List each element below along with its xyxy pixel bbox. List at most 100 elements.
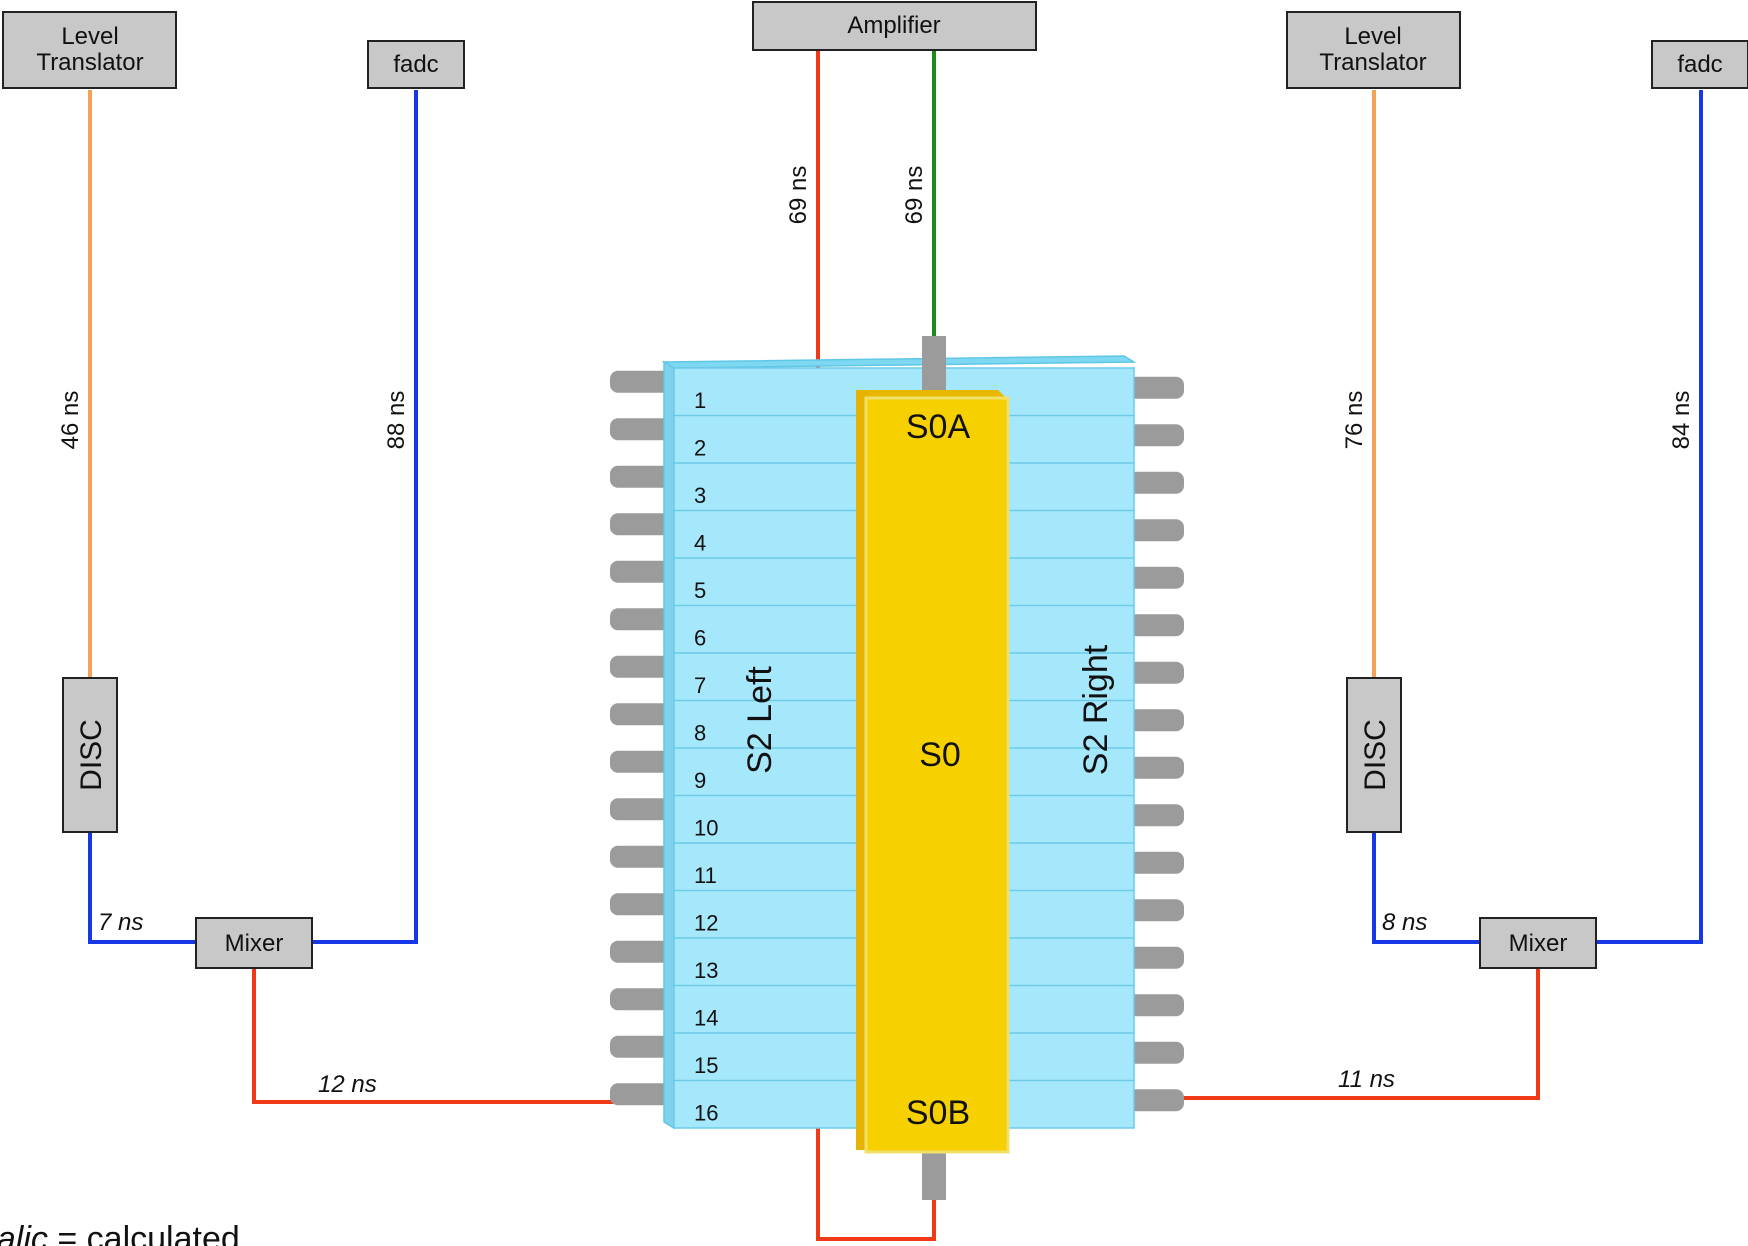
left-level-translator: Level Translator — [2, 11, 177, 89]
cable-left-fadc-to-mixer — [312, 90, 418, 944]
pmt-pipe-left — [610, 845, 680, 868]
s0-label: S0 — [919, 736, 961, 774]
pmt-pipe-left — [610, 370, 680, 393]
right-fadc-label: fadc — [1677, 51, 1722, 78]
pmt-pipe-right — [1128, 851, 1184, 874]
paddle-number: 4 — [694, 531, 706, 556]
pmt-pipe-right — [1128, 804, 1184, 827]
left-disc: DISC — [62, 677, 118, 833]
s0a-pmt-pipe — [922, 336, 946, 398]
pmt-pipe-left — [610, 750, 680, 773]
left-fadc: fadc — [367, 40, 465, 89]
paddle-number: 13 — [694, 958, 718, 983]
pmt-pipe-left — [610, 940, 680, 963]
paddle-number: 5 — [694, 578, 706, 603]
pmt-pipe-right — [1128, 661, 1184, 684]
pmt-pipe-left — [610, 513, 680, 536]
pmt-pipe-right — [1128, 1089, 1184, 1112]
left-disc-label: DISC — [75, 719, 108, 791]
delay-left-lt-to-disc: 46 ns — [57, 391, 84, 450]
pmt-pipe-right — [1128, 614, 1184, 637]
pmt-pipe-right — [1128, 471, 1184, 494]
s2-stack-top-face — [661, 355, 1137, 369]
pmt-pipe-left — [610, 1083, 680, 1106]
cable-left-mixer-to-paddle16 — [252, 968, 614, 1104]
paddle-number: 14 — [694, 1006, 718, 1031]
delay-right-fadc-to-mixer: 84 ns — [1668, 391, 1695, 450]
paddle-number: 6 — [694, 626, 706, 651]
pmt-pipe-left — [610, 560, 680, 583]
paddle-number: 3 — [694, 483, 706, 508]
delay-left-fadc-to-mixer: 88 ns — [383, 391, 410, 450]
s0b-label: S0B — [906, 1094, 970, 1132]
paddle-number: 15 — [694, 1053, 718, 1078]
pmt-pipe-left — [610, 608, 680, 631]
cable-right-fadc-to-mixer — [1596, 90, 1703, 944]
delay-left-mixer-to-paddle: 12 ns — [318, 1071, 377, 1098]
pmt-pipe-left — [610, 798, 680, 821]
right-mixer: Mixer — [1479, 917, 1597, 969]
s0-bar — [864, 396, 1010, 1154]
delay-right-disc-to-mixer: 8 ns — [1382, 909, 1427, 936]
paddle-number: 12 — [694, 911, 718, 936]
legend: Italic = calculated — [0, 1220, 240, 1246]
s2-stack-left-face — [663, 360, 675, 1130]
pmt-pipe-left — [610, 703, 680, 726]
left-fadc-label: fadc — [393, 51, 438, 78]
paddle-number: 16 — [694, 1101, 718, 1126]
pmt-pipe-right — [1128, 994, 1184, 1017]
pmt-pipe-left — [610, 893, 680, 916]
right-disc-label: DISC — [1359, 719, 1392, 791]
delay-right-lt-to-disc: 76 ns — [1341, 391, 1368, 450]
legend-italic: Italic — [0, 1220, 48, 1246]
pmt-pipe-left — [610, 988, 680, 1011]
right-level-translator-line1: Level — [1344, 23, 1401, 50]
pmt-pipe-left — [610, 1035, 680, 1058]
left-level-translator-line2: Translator — [36, 49, 143, 76]
pmt-pipe-right — [1128, 756, 1184, 779]
paddle-number: 9 — [694, 768, 706, 793]
delay-amp-s0b: 69 ns — [785, 166, 812, 225]
right-disc: DISC — [1346, 677, 1402, 833]
left-mixer: Mixer — [195, 917, 313, 969]
pmt-pipe-right — [1128, 519, 1184, 542]
pmt-pipe-right — [1128, 946, 1184, 969]
delay-right-mixer-to-paddle: 11 ns — [1338, 1066, 1395, 1093]
s2-right-label: S2 Right — [1077, 644, 1115, 775]
s2-left-pmt-pipes — [610, 370, 680, 1106]
left-mixer-label: Mixer — [225, 930, 284, 957]
right-level-translator: Level Translator — [1286, 11, 1461, 89]
right-fadc: fadc — [1651, 40, 1748, 89]
amplifier-label: Amplifier — [847, 12, 940, 39]
s0a-label: S0A — [906, 408, 971, 446]
pmt-pipe-left — [610, 418, 680, 441]
s0b-pmt-pipe — [922, 1150, 946, 1200]
paddle-number: 11 — [694, 863, 717, 888]
paddle-number: 10 — [694, 816, 718, 841]
s2-right-pmt-pipes — [1128, 376, 1184, 1112]
pmt-pipe-left — [610, 465, 680, 488]
paddle-number: 8 — [694, 721, 706, 746]
paddle-number: 7 — [694, 673, 706, 698]
pmt-pipe-left — [610, 655, 680, 678]
left-level-translator-line1: Level — [61, 23, 118, 50]
pmt-pipe-right — [1128, 1041, 1184, 1064]
pmt-pipe-right — [1128, 424, 1184, 447]
legend-rest: = calculated — [48, 1220, 240, 1246]
cable-right-mixer-to-paddle16 — [1180, 968, 1540, 1100]
delay-amp-s0a: 69 ns — [901, 166, 928, 225]
paddle-number: 2 — [694, 436, 706, 461]
s2-left-label: S2 Left — [741, 666, 779, 774]
pmt-pipe-right — [1128, 566, 1184, 589]
paddle-number: 1 — [694, 388, 706, 413]
pmt-pipe-right — [1128, 899, 1184, 922]
right-mixer-label: Mixer — [1509, 930, 1568, 957]
delay-left-disc-to-mixer: 7 ns — [98, 909, 143, 936]
cable-right-disc-to-mixer — [1372, 832, 1480, 944]
cable-left-disc-to-mixer — [88, 832, 196, 944]
right-level-translator-line2: Translator — [1319, 49, 1426, 76]
pmt-pipe-right — [1128, 376, 1184, 399]
